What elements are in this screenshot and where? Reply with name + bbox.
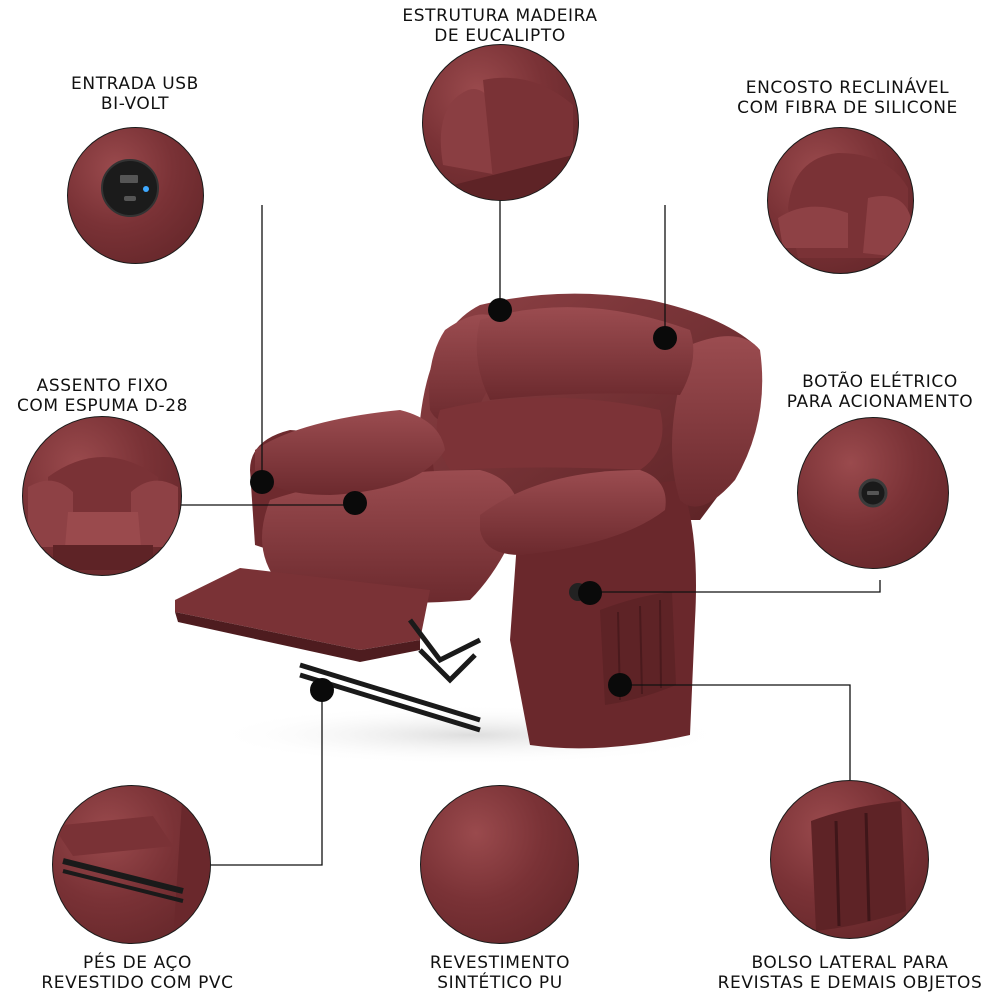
dot-pocket xyxy=(608,673,632,697)
dot-seat xyxy=(343,491,367,515)
detail-side-pocket xyxy=(770,780,929,939)
left-arm-roll xyxy=(255,410,445,495)
label-backrest: ENCOSTO RECLINÁVEL COM FIBRA DE SILICONE xyxy=(737,78,958,118)
detail-button xyxy=(797,417,949,569)
backrest-right-roll xyxy=(672,336,763,507)
label-side-pocket: BOLSO LATERAL PARA REVISTAS E DEMAIS OBJ… xyxy=(717,953,983,993)
detail-upholstery xyxy=(420,785,579,944)
usb-port-icon xyxy=(101,159,159,217)
callout-lines xyxy=(180,200,881,866)
label-wood-frame: ESTRUTURA MADEIRA DE EUCALIPTO xyxy=(402,6,598,46)
label-usb: ENTRADA USB BI-VOLT xyxy=(71,74,199,114)
detail-wood-frame xyxy=(422,44,579,201)
detail-usb xyxy=(67,127,204,264)
label-button: BOTÃO ELÉTRICO PARA ACIONAMENTO xyxy=(786,372,974,412)
label-seat: ASSENTO FIXO COM ESPUMA D-28 xyxy=(16,376,189,416)
right-arm-roll xyxy=(480,470,666,555)
dot-wood-frame xyxy=(488,298,512,322)
leg-rest xyxy=(175,568,430,650)
label-feet: PÉS DE AÇO REVESTIDO COM PVC xyxy=(41,953,234,993)
dot-feet xyxy=(310,678,334,702)
dot-button xyxy=(578,581,602,605)
detail-backrest xyxy=(767,127,914,274)
dot-usb xyxy=(250,470,274,494)
detail-seat xyxy=(22,416,182,576)
seat-cushion xyxy=(262,470,520,603)
detail-feet xyxy=(52,785,211,944)
callout-dots xyxy=(250,298,677,702)
label-upholstery: REVESTIMENTO SINTÉTICO PU xyxy=(429,953,571,993)
dot-backrest xyxy=(653,326,677,350)
backrest-lower-cushion xyxy=(436,397,663,470)
backrest-top-cushion xyxy=(476,307,694,400)
